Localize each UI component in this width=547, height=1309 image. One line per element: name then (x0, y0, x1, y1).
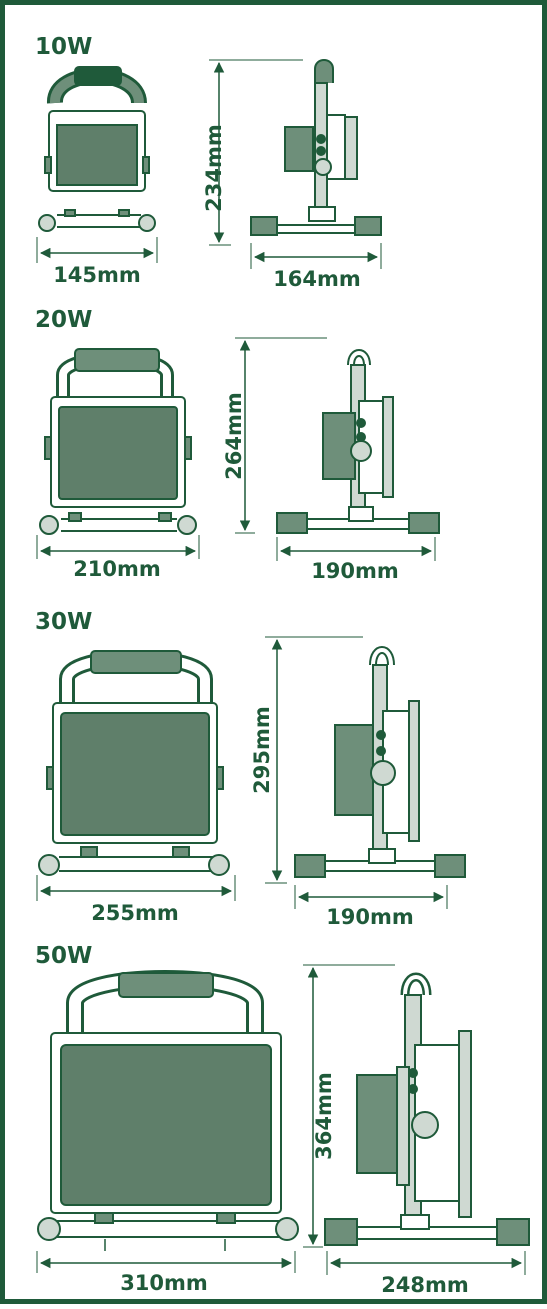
depth-label-50w: 248mm (381, 1273, 469, 1297)
front-view-20w (39, 348, 197, 535)
depth-label-20w: 190mm (311, 559, 399, 583)
height-dimension-50w (303, 964, 395, 1248)
side-view-30w (294, 646, 466, 878)
wattage-label-30w: 30W (35, 609, 93, 635)
depth-dimension-10w (250, 243, 382, 269)
width-dimension-30w (36, 875, 236, 901)
side-view-50w (324, 972, 530, 1246)
width-label-50w: 310mm (120, 1271, 208, 1295)
wattage-label-20w: 20W (35, 307, 93, 333)
front-view-50w (37, 970, 299, 1251)
width-dimension-10w (36, 237, 158, 263)
front-view-30w (38, 650, 230, 876)
depth-dimension-30w (294, 885, 448, 909)
side-view-10w (250, 59, 382, 236)
width-dimension-20w (36, 535, 200, 559)
wattage-label-10w: 10W (35, 34, 93, 60)
width-label-10w: 145mm (53, 263, 141, 287)
depth-dimension-20w (276, 537, 436, 561)
width-dimension-50w (36, 1251, 296, 1273)
drawings-canvas (36, 59, 530, 1275)
height-dimension-10w (209, 59, 303, 246)
width-label-30w: 255mm (91, 901, 179, 925)
wattage-label-50w: 50W (35, 943, 93, 969)
depth-label-30w: 190mm (326, 905, 414, 929)
depth-dimension-50w (326, 1251, 526, 1275)
width-label-20w: 210mm (73, 557, 161, 581)
side-view-20w (276, 349, 440, 534)
height-dimension-20w (235, 337, 327, 534)
front-view-10w (38, 66, 156, 232)
depth-label-10w: 164mm (273, 267, 361, 291)
height-dimension-30w (265, 636, 363, 884)
